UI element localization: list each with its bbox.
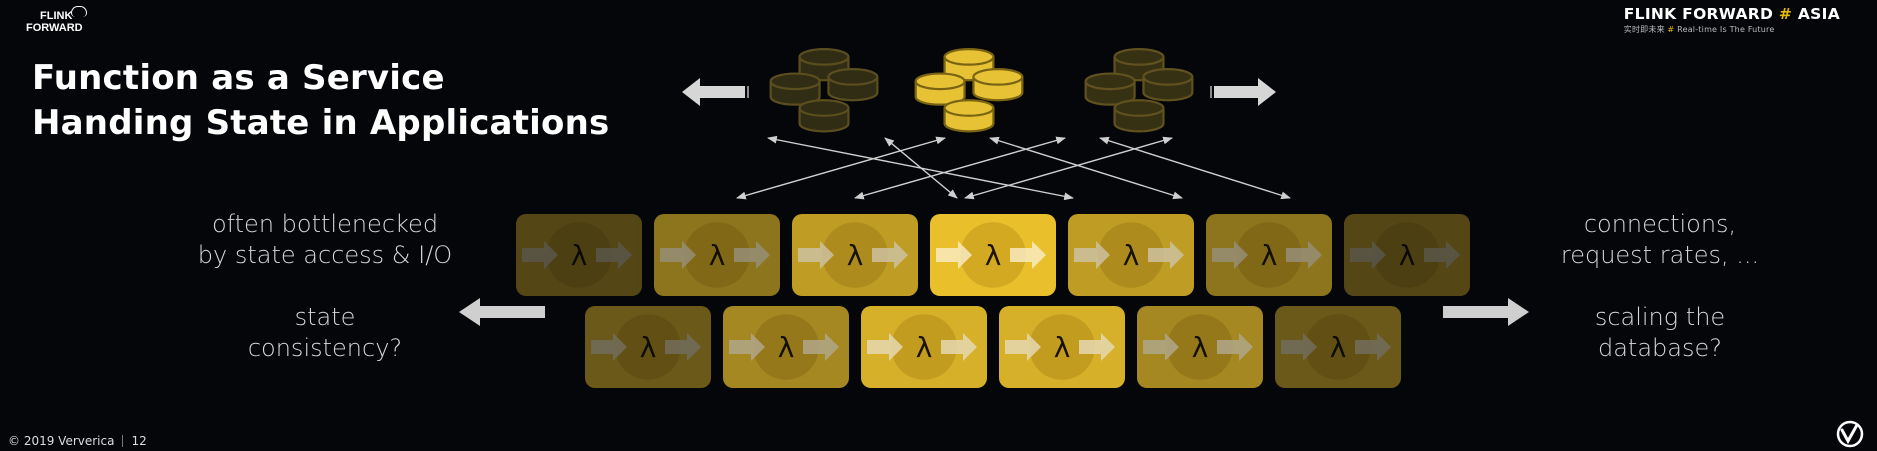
brand-tagline: 实时即未来 # Real-time Is The Future [1624, 24, 1840, 35]
brand-name: FLINK FORWARD # ASIA [1624, 5, 1840, 23]
database-center-icon [914, 48, 1024, 133]
right-bottom-line-1: scaling the [1594, 303, 1726, 331]
brand-name-part1: FLINK FORWARD [1623, 5, 1779, 23]
lambda-function-tile: λ [516, 214, 642, 296]
right-top-text: connections, request rates, ... [1530, 209, 1790, 271]
left-top-line-1: often bottlenecked [211, 210, 439, 238]
tagline-en: Real-time Is The Future [1677, 25, 1775, 34]
lambda-function-tile: λ [792, 214, 918, 296]
tagline-cn: 实时即未来 [1623, 25, 1665, 34]
lambda-function-tile: λ [723, 306, 849, 388]
left-bottom-line-2: consistency? [247, 334, 403, 362]
arrow-right-middle-icon [1443, 298, 1529, 326]
lambda-symbol: λ [1261, 239, 1278, 272]
brand-hash: # [1778, 5, 1793, 23]
lambda-function-tile: λ [930, 214, 1056, 296]
lambda-symbol: λ [571, 239, 588, 272]
left-bottom-text: state consistency? [195, 302, 455, 364]
lambda-function-tile: λ [585, 306, 711, 388]
lambda-function-tile: λ [999, 306, 1125, 388]
left-top-text: often bottlenecked by state access & I/O [195, 209, 455, 271]
logo-line-1: FLINK [40, 10, 73, 22]
left-top-line-2: by state access & I/O [197, 241, 453, 269]
right-bottom-line-2: database? [1597, 334, 1722, 362]
squirrel-icon [71, 6, 87, 17]
arrow-right-top-icon [1210, 78, 1276, 106]
database-right-icon [1084, 48, 1194, 133]
lambda-function-tile: λ [1206, 214, 1332, 296]
title-line-2: Handing State in Applications [32, 103, 610, 143]
ververica-logo-icon [1836, 420, 1864, 448]
lambda-symbol: λ [985, 239, 1002, 272]
right-bottom-text: scaling the database? [1530, 302, 1790, 364]
database-left-icon [769, 48, 879, 133]
slide-title: Function as a Service Handing State in A… [32, 56, 609, 146]
right-top-line-2: request rates, ... [1560, 241, 1760, 269]
page-number: 12 [131, 434, 147, 448]
footer-divider [122, 435, 124, 447]
lambda-symbol: λ [916, 331, 933, 364]
logo-line-2: FORWARD [26, 22, 83, 34]
lambda-symbol: λ [1054, 331, 1071, 364]
conference-brand: FLINK FORWARD # ASIA 实时即未来 # Real-time I… [1624, 5, 1840, 35]
left-bottom-line-1: state [294, 303, 356, 331]
connection-lines [736, 135, 1291, 201]
arrow-left-middle-icon [459, 298, 545, 326]
lambda-function-tile: λ [861, 306, 987, 388]
lambda-function-tile: λ [654, 214, 780, 296]
lambda-symbol: λ [778, 331, 795, 364]
footer: © 2019 Ververica 12 [8, 434, 147, 448]
lambda-function-tile: λ [1068, 214, 1194, 296]
lambda-symbol: λ [1192, 331, 1209, 364]
lambda-function-tile: λ [1344, 214, 1470, 296]
arrow-left-top-icon [682, 78, 749, 106]
lambda-symbol: λ [847, 239, 864, 272]
tagline-hash: # [1667, 25, 1675, 34]
flink-forward-logo: FLINK FORWARD [26, 6, 87, 34]
lambda-function-tile: λ [1137, 306, 1263, 388]
lambda-symbol: λ [709, 239, 726, 272]
lambda-symbol: λ [1123, 239, 1140, 272]
lambda-symbol: λ [640, 331, 657, 364]
lambda-symbol: λ [1399, 239, 1416, 272]
brand-name-part2: ASIA [1792, 5, 1840, 23]
lambda-function-tile: λ [1275, 306, 1401, 388]
right-top-line-1: connections, [1583, 210, 1737, 238]
lambda-symbol: λ [1330, 331, 1347, 364]
copyright-text: © 2019 Ververica [8, 434, 115, 448]
title-line-1: Function as a Service [32, 58, 445, 98]
